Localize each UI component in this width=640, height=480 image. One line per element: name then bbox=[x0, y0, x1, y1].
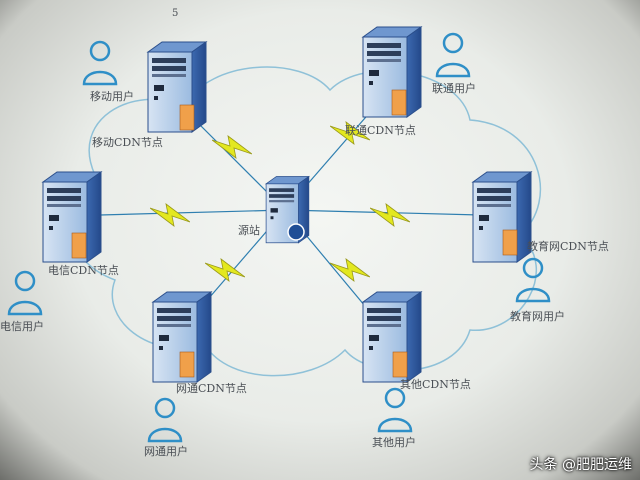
edu-cdn-label: 教育网CDN节点 bbox=[527, 240, 609, 253]
cloud-outline bbox=[68, 66, 542, 377]
other-cdn-label: 网通CDN节点 bbox=[176, 382, 247, 395]
user-icon-mobile bbox=[82, 40, 118, 86]
edu-user-label: 教育网用户 bbox=[510, 310, 565, 323]
telecom-cdn-label: 电信CDN节点 bbox=[48, 264, 119, 277]
badge-other bbox=[179, 351, 195, 378]
user-icon-unicom bbox=[435, 32, 471, 78]
extra-cdn-label: 其他CDN节点 bbox=[400, 378, 471, 391]
top-mark: 5 bbox=[172, 8, 179, 19]
other-user-label: 网通用户 bbox=[144, 445, 188, 458]
watermark: 头条 @肥肥运维 bbox=[529, 457, 632, 473]
bolt-telecom bbox=[150, 203, 190, 227]
server-extra-cdn bbox=[362, 291, 422, 383]
server-mobile-cdn bbox=[147, 41, 207, 133]
origin-label: 源站 bbox=[238, 224, 260, 237]
user-icon-telecom bbox=[7, 270, 43, 316]
user-icon-other bbox=[147, 397, 183, 443]
unicom-cdn-label: 联通CDN节点 bbox=[345, 124, 416, 137]
badge-edu bbox=[502, 229, 518, 256]
badge-extra bbox=[392, 351, 408, 378]
badge-telecom bbox=[71, 232, 87, 259]
link-telecom bbox=[99, 209, 286, 216]
mobile-cdn-label: 移动CDN节点 bbox=[92, 136, 163, 149]
user-icon-extra bbox=[377, 387, 413, 433]
bolt-other bbox=[205, 258, 245, 282]
bolt-mobile bbox=[212, 135, 252, 159]
unicom-user-label: 联通用户 bbox=[432, 82, 476, 95]
badge-unicom bbox=[391, 89, 407, 116]
badge-mobile bbox=[179, 104, 195, 131]
extra-user-label: 其他用户 bbox=[372, 436, 416, 449]
bolt-edu bbox=[370, 203, 410, 227]
telecom-user-label: 电信用户 bbox=[0, 320, 44, 333]
mobile-user-label: 移动用户 bbox=[90, 90, 134, 103]
bolt-extra bbox=[330, 258, 370, 282]
server-edu-cdn bbox=[472, 171, 532, 263]
globe-icon bbox=[287, 223, 305, 241]
user-icon-edu bbox=[515, 257, 551, 303]
